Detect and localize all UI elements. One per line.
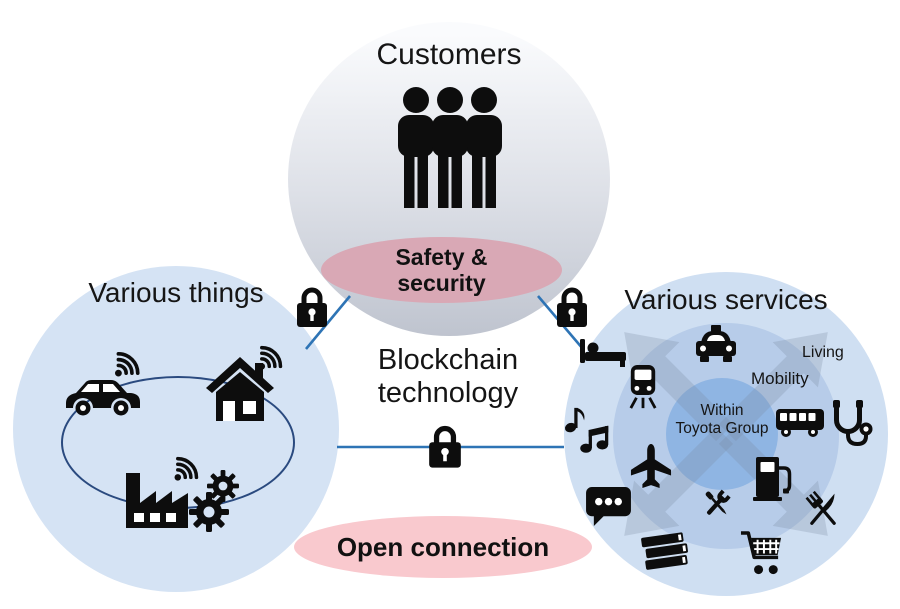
gear-icon bbox=[207, 470, 239, 502]
wifi-icon bbox=[258, 345, 283, 370]
things-title: Various things bbox=[88, 277, 264, 308]
music-notes-icon bbox=[564, 407, 609, 453]
books-icon bbox=[641, 532, 688, 570]
padlock-icon bbox=[557, 287, 587, 327]
airplane-icon bbox=[630, 444, 672, 488]
fuel-pump-icon bbox=[753, 457, 792, 501]
shopping-cart-icon bbox=[740, 531, 782, 575]
center-title-line2: technology bbox=[377, 377, 519, 409]
wifi-icon bbox=[174, 456, 199, 481]
wifi-icon bbox=[115, 351, 140, 377]
factory-icon bbox=[126, 473, 188, 528]
safety-badge-line2: security bbox=[397, 270, 486, 296]
stethoscope-icon bbox=[833, 400, 873, 447]
open-connection-badge: Open connection bbox=[294, 516, 592, 578]
person-icon bbox=[466, 87, 502, 208]
center-title-line1: Blockchain bbox=[377, 344, 519, 376]
blockchain-technology-title: Blockchain technology bbox=[330, 344, 566, 410]
hotel-bed-icon bbox=[580, 339, 626, 367]
person-icon bbox=[432, 87, 468, 208]
taxi-icon bbox=[696, 325, 736, 362]
bus-icon bbox=[776, 409, 824, 437]
services-title: Various services bbox=[624, 284, 828, 315]
people-icon bbox=[368, 86, 532, 228]
living-label: Living bbox=[802, 344, 844, 361]
repair-tools-icon bbox=[705, 489, 731, 515]
customers-title: Customers bbox=[376, 38, 522, 71]
gear-icon bbox=[189, 492, 229, 532]
train-icon bbox=[629, 364, 657, 409]
within-toyota-group-label: Within Toyota Group bbox=[666, 378, 778, 437]
within-label-line2: Toyota Group bbox=[675, 419, 769, 437]
house-icon bbox=[206, 357, 274, 421]
car-icon bbox=[66, 380, 140, 416]
chat-bubble-icon bbox=[586, 486, 631, 527]
mobility-label: Mobility bbox=[751, 369, 809, 388]
padlock-icon bbox=[429, 425, 461, 468]
safety-security-badge: Safety & security bbox=[321, 237, 562, 303]
padlock-icon bbox=[297, 287, 327, 327]
restaurant-icon bbox=[805, 490, 836, 525]
person-icon bbox=[398, 87, 434, 208]
within-label-line1: Within bbox=[700, 402, 744, 419]
safety-badge-line1: Safety & bbox=[395, 244, 488, 270]
